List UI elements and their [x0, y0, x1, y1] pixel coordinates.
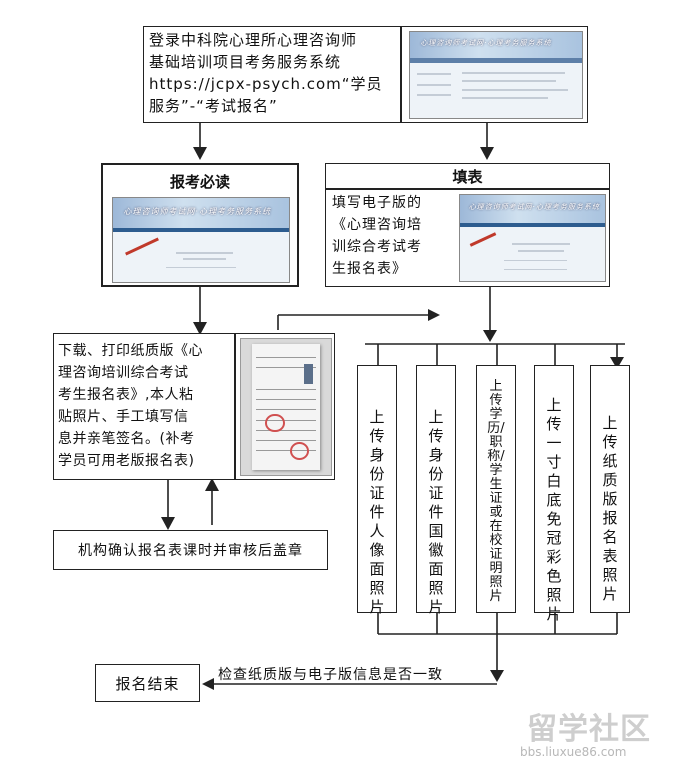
fill-shot-banner: 心理咨询师考试网·心理考务服务系统	[468, 202, 600, 211]
arrow-head	[480, 147, 494, 160]
notice-box: 报考必读 心理咨询师考试网·心理考务服务系统	[101, 163, 299, 287]
arrow-head	[490, 670, 504, 682]
notice-title: 报考必读	[169, 173, 230, 191]
download-line-5: 息并亲笔签名。(补考	[58, 431, 195, 447]
arrow-head	[483, 330, 497, 342]
arrow-head	[428, 309, 440, 321]
arrow-head	[610, 357, 624, 369]
login-step-box: 登录中科院心理所心理咨询师 基础培训项目考务服务系统 https://jcpx-…	[143, 26, 588, 123]
fill-form-title: 填表	[452, 168, 483, 186]
arrow-head	[205, 478, 219, 491]
login-shot-banner: 心理咨询师考试网·心理考务服务系统	[420, 39, 552, 48]
paper-form-photo	[240, 338, 332, 476]
confirm-text: 机构确认报名表课时并审核后盖章	[78, 543, 303, 559]
upload-diploma-text: 上传学历/职称/学生证或在校证明照片	[487, 379, 505, 604]
login-step-text: 登录中科院心理所心理咨询师 基础培训项目考务服务系统 https://jcpx-…	[149, 29, 399, 117]
upload-id-back-text: 上传身份证件国徽面照片	[428, 408, 444, 616]
arrow-head	[193, 322, 207, 335]
end-text: 报名结束	[115, 675, 180, 693]
login-line-3: https://jcpx-psych.com“学员	[149, 75, 383, 93]
download-line-1: 下载、打印纸质版《心	[58, 343, 203, 359]
login-screenshot: 心理咨询师考试网·心理考务服务系统	[409, 31, 583, 119]
arrow-head	[193, 147, 207, 160]
download-print-box: 下载、打印纸质版《心 理咨询培训综合考试 考生报名表》,本人粘 贴照片、手工填写…	[53, 333, 335, 480]
upload-paper-form-box: 上传纸质版报名表照片	[590, 365, 630, 613]
arrow-head	[202, 678, 214, 690]
login-line-1: 登录中科院心理所心理咨询师	[149, 31, 358, 49]
login-line-2: 基础培训项目考务服务系统	[149, 53, 342, 71]
upload-photo-box: 上传一寸白底免冠彩色照片	[534, 365, 574, 623]
fill-form-box: 填表 填写电子版的 《心理咨询培 训综合考试考 生报名表》 心理咨询师考试网·心…	[325, 163, 610, 287]
download-line-3: 考生报名表》,本人粘	[58, 387, 194, 403]
upload-id-back-box: 上传身份证件国徽面照片	[416, 365, 456, 616]
watermark-url: bbs.liuxue86.com	[520, 745, 627, 759]
check-label: 检查纸质版与电子版信息是否一致	[218, 667, 443, 683]
login-line-4: 服务”-“考试报名”	[149, 97, 278, 115]
download-line-6: 学员可用老版报名表)	[58, 453, 195, 469]
fill-form-text: 填写电子版的 《心理咨询培 训综合考试考 生报名表》	[332, 192, 460, 280]
notice-screenshot: 心理咨询师考试网·心理考务服务系统	[112, 197, 290, 283]
watermark-brand: 留学社区	[527, 712, 651, 747]
fill-line-2: 《心理咨询培	[332, 217, 422, 233]
fill-line-3: 训综合考试考	[332, 239, 422, 255]
end-box: 报名结束	[95, 664, 200, 702]
download-print-text: 下载、打印纸质版《心 理咨询培训综合考试 考生报名表》,本人粘 贴照片、手工填写…	[58, 340, 238, 472]
confirm-box: 机构确认报名表课时并审核后盖章	[53, 530, 328, 570]
upload-id-front-text: 上传身份证件人像面照片	[369, 408, 385, 616]
notice-shot-banner: 心理咨询师考试网·心理考务服务系统	[123, 206, 272, 216]
fill-line-4: 生报名表》	[332, 261, 407, 277]
fill-line-1: 填写电子版的	[332, 195, 422, 211]
arrow-head	[161, 517, 175, 530]
upload-diploma-box: 上传学历/职称/学生证或在校证明照片	[476, 365, 516, 613]
upload-photo-text: 上传一寸白底免冠彩色照片	[546, 396, 562, 623]
download-line-4: 贴照片、手工填写信	[58, 409, 189, 425]
upload-id-front-box: 上传身份证件人像面照片	[357, 365, 397, 616]
upload-paper-form-text: 上传纸质版报名表照片	[602, 414, 618, 603]
fill-screenshot: 心理咨询师考试网·心理考务服务系统	[459, 194, 606, 282]
download-line-2: 理咨询培训综合考试	[58, 365, 189, 381]
